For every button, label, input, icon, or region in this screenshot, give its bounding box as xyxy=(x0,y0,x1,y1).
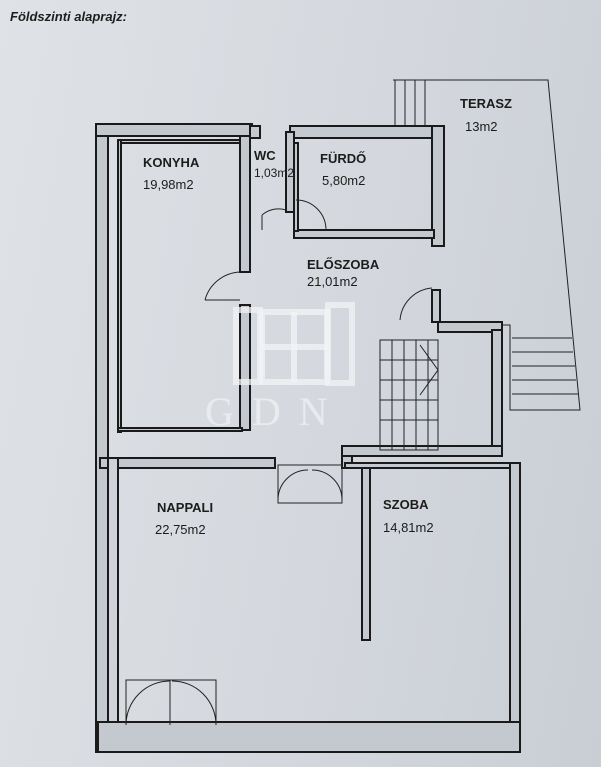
watermark-text: GDN xyxy=(205,389,346,434)
room-area-eloszoba: 21,01m2 xyxy=(307,274,358,289)
room-area-nappali: 22,75m2 xyxy=(155,522,206,537)
interior-stairs xyxy=(379,339,439,451)
room-area-szoba: 14,81m2 xyxy=(383,520,434,535)
terrace-stairs-top xyxy=(393,79,440,128)
room-name-szoba: SZOBA xyxy=(383,497,429,512)
room-area-wc: 1,03m2 xyxy=(254,166,294,180)
terrace-stairs-side xyxy=(512,337,578,395)
room-area-konyha: 19,98m2 xyxy=(143,177,194,192)
doors xyxy=(125,199,433,726)
room-name-terasz: TERASZ xyxy=(460,96,512,111)
watermark-logo: GDN xyxy=(205,302,355,434)
walls xyxy=(95,123,521,753)
room-name-konyha: KONYHA xyxy=(143,155,200,170)
room-name-eloszoba: ELŐSZOBA xyxy=(307,257,380,272)
plan-title: Földszinti alaprajz: xyxy=(10,9,128,24)
room-area-terasz: 13m2 xyxy=(465,119,498,134)
room-name-nappali: NAPPALI xyxy=(157,500,213,515)
room-name-wc: WC xyxy=(254,148,276,163)
room-name-furdo: FÜRDŐ xyxy=(320,151,366,166)
room-area-furdo: 5,80m2 xyxy=(322,173,365,188)
